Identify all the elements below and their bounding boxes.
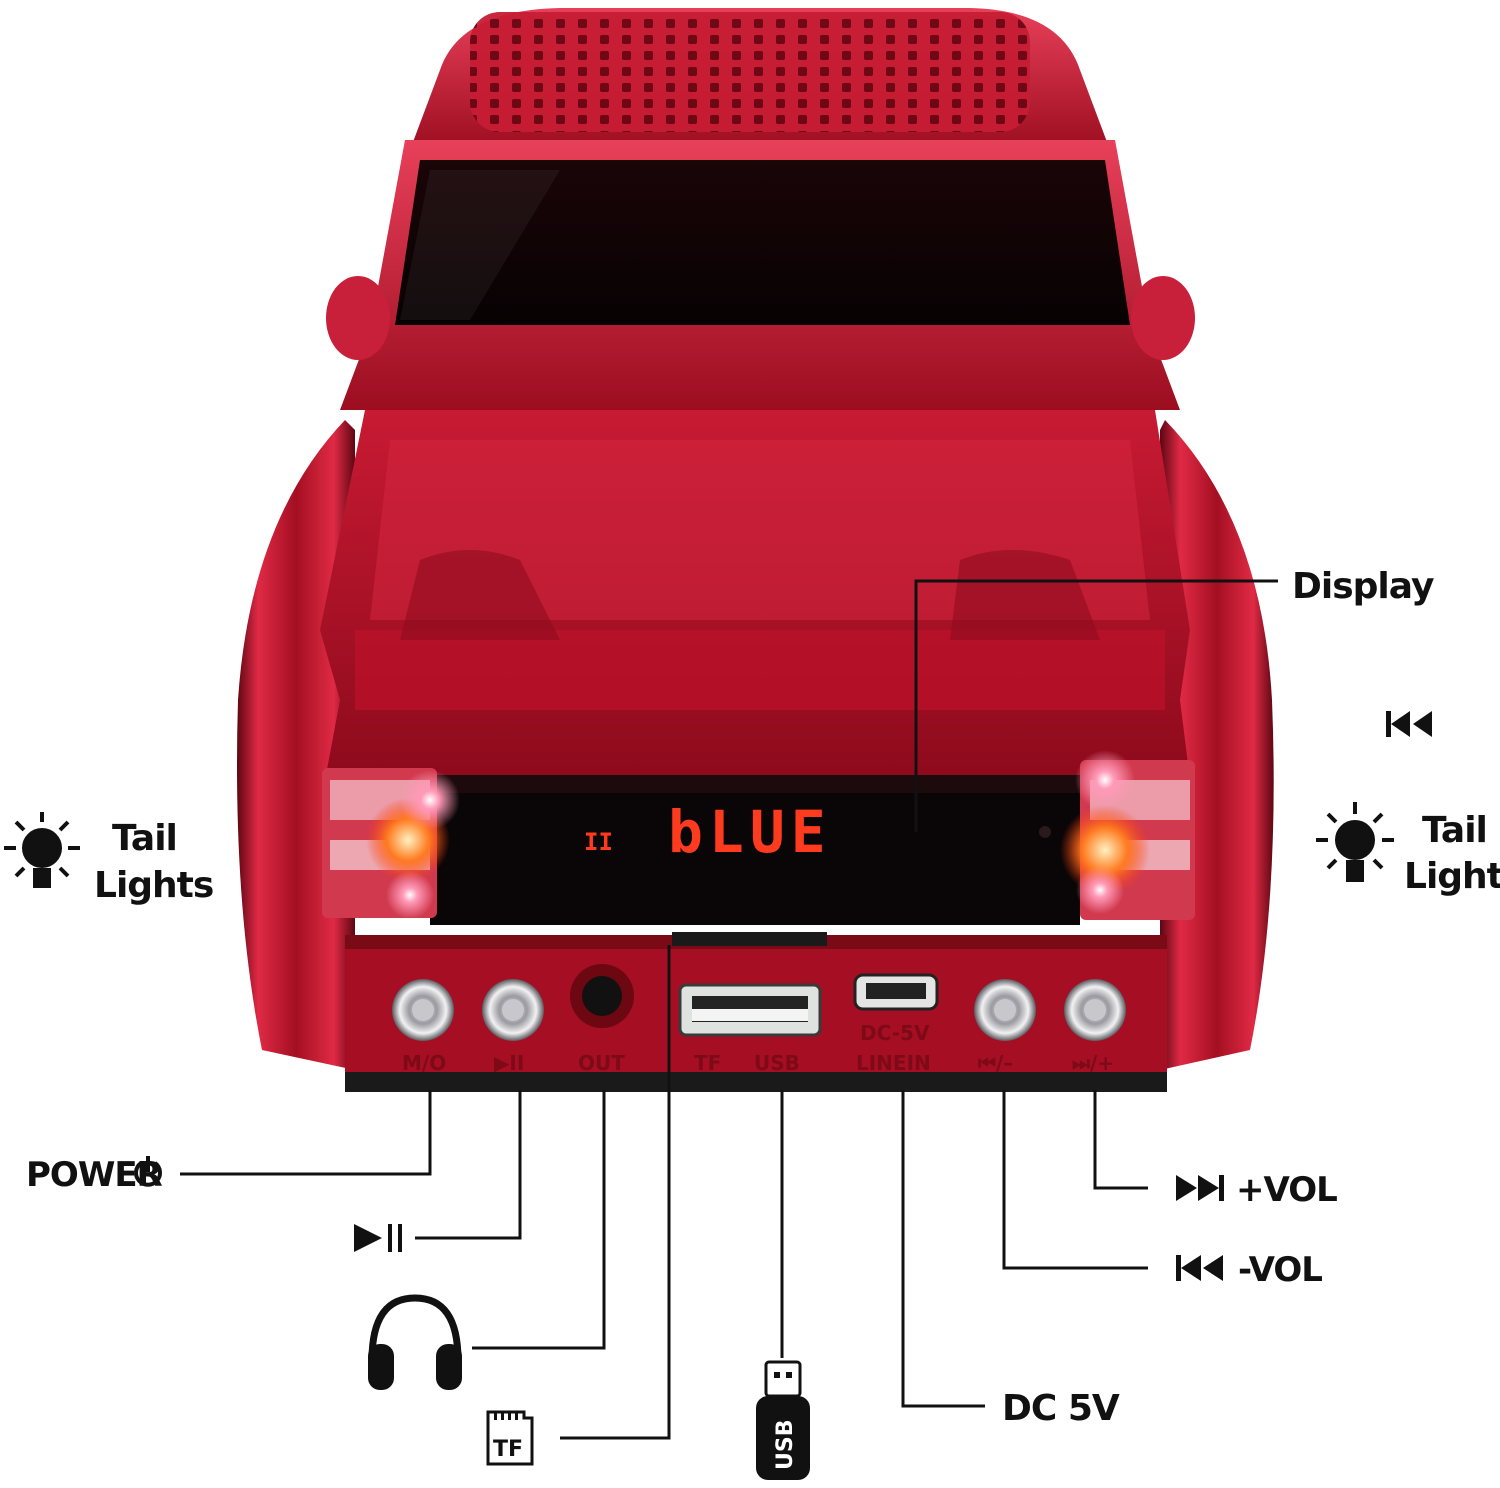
callout-tail-lights-right-2: Lights <box>1404 856 1500 897</box>
panel-label-mode: M/O <box>402 1051 446 1075</box>
tf-card-icon: TF <box>486 1410 534 1466</box>
prev-track-icon-vol <box>1176 1255 1223 1281</box>
panel-label-usb: USB <box>754 1051 800 1075</box>
speaker-grille <box>470 12 1030 132</box>
power-icon <box>134 1156 162 1187</box>
panel-label-out: OUT <box>578 1051 625 1075</box>
panel-label-linein: LINEIN <box>856 1051 931 1075</box>
panel-label-dc: DC-5V <box>860 1021 930 1045</box>
leader-lines <box>180 579 1278 1440</box>
truck-speaker: II bLUE M/O ▶II OUT TF USB DC-5V LINEIN … <box>237 8 1274 1092</box>
panel-label-play: ▶II <box>494 1051 524 1075</box>
callout-power: POWER <box>26 1155 163 1195</box>
left-mirror <box>326 276 390 360</box>
bulb-icon-right <box>1316 802 1394 882</box>
callout-tail-lights-left-2: Lights <box>94 865 213 906</box>
usb-stick-icon: USB <box>756 1360 810 1480</box>
panel-label-next: ⏭/+ <box>1072 1051 1114 1075</box>
rear-window <box>395 160 1130 325</box>
left-tail-light <box>322 768 460 919</box>
next-track-icon <box>1176 1175 1224 1201</box>
prev-track-icon <box>1386 711 1432 737</box>
tf-card-label: TF <box>493 1437 523 1462</box>
lcd-display-text: bLUE <box>668 798 832 866</box>
callout-dc: DC 5V <box>1002 1388 1120 1429</box>
callout-prev-vol: -VOL <box>1238 1250 1322 1290</box>
panel-label-prev: ⏮/– <box>978 1051 1013 1075</box>
display-panel <box>430 775 1080 925</box>
bulb-icon-left <box>4 812 80 888</box>
callout-next-vol: +VOL <box>1236 1170 1337 1210</box>
panel-label-tf: TF <box>694 1051 721 1075</box>
right-tail-light <box>1060 750 1195 920</box>
callout-display: Display <box>1292 566 1434 607</box>
headphones-icon <box>368 1294 462 1390</box>
callout-tail-lights-right-1: Tail <box>1422 810 1487 851</box>
callout-tail-lights-left-1: Tail <box>112 818 177 859</box>
right-mirror <box>1131 276 1195 360</box>
usb-stick-label: USB <box>773 1420 798 1470</box>
lcd-pause-indicator: II <box>584 828 613 856</box>
play-pause-icon <box>354 1224 402 1252</box>
